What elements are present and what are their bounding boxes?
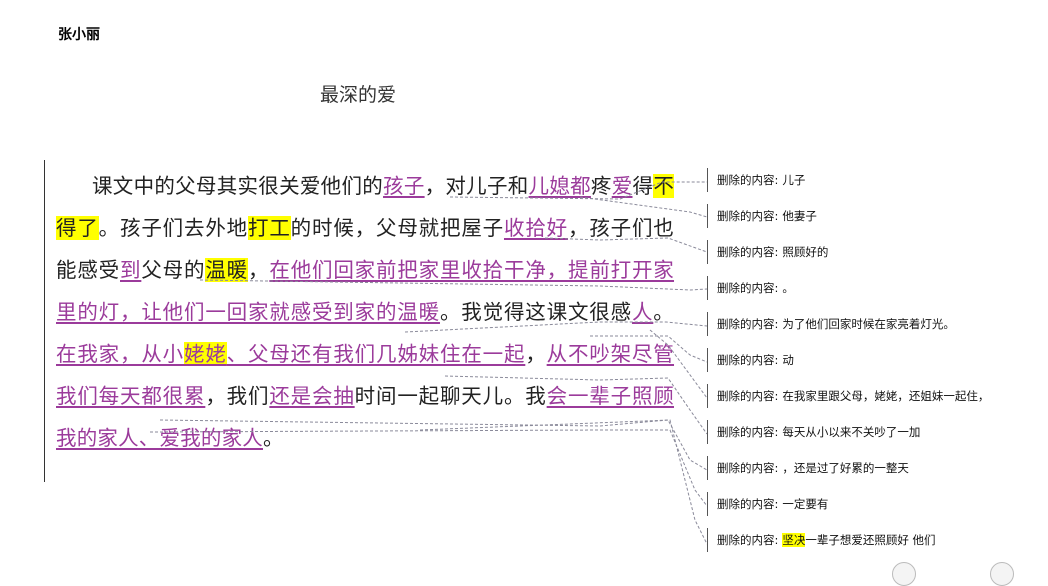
insertion[interactable]: 收拾好 — [503, 216, 568, 240]
balloon-text: 每天从小以来不关吵了一加 — [782, 425, 921, 439]
deletion-balloon[interactable]: 删除的内容:在我家里跟父母，姥姥，还姐妹一起住， — [707, 384, 1045, 408]
insertion[interactable]: 在我家，从小 — [56, 342, 184, 366]
deletion-balloon[interactable]: 删除的内容:坚决一辈子想爱还照顾好 他们 — [707, 528, 1045, 552]
text-run: 父母的 — [141, 258, 206, 282]
deletion-balloon[interactable]: 删除的内容:，还是过了好累的一整天 — [707, 456, 1045, 480]
balloon-label: 删除的内容: — [717, 209, 779, 223]
balloon-label: 删除的内容: — [717, 533, 779, 547]
insertion[interactable]: 到 — [120, 258, 142, 282]
scroll-indicator[interactable] — [892, 562, 916, 586]
insertion[interactable]: 、父母还有我们几姊妹住在一起 — [226, 342, 526, 366]
balloon-label: 删除的内容: — [717, 173, 779, 187]
balloon-label: 删除的内容: — [717, 317, 779, 331]
deletion-balloon[interactable]: 删除的内容:照顾好的 — [707, 240, 1045, 264]
highlight[interactable]: 温暖 — [205, 258, 249, 282]
text-run: ，孩子们也能感受 — [56, 216, 675, 282]
insertion[interactable]: 儿媳都 — [528, 174, 591, 198]
scroll-indicator[interactable] — [990, 562, 1014, 586]
insertion[interactable]: 还是会抽 — [269, 384, 355, 408]
highlight[interactable]: 打工 — [248, 216, 291, 240]
balloon-text: 为了他们回家时候在家亮着灯光。 — [782, 317, 955, 331]
insertion[interactable]: 爱 — [611, 174, 633, 198]
deletion-balloon[interactable]: 删除的内容:。 — [707, 276, 1045, 300]
balloon-label: 删除的内容: — [717, 245, 779, 259]
balloon-label: 删除的内容: — [717, 389, 779, 403]
balloon-highlight: 坚决 — [782, 533, 806, 547]
author-name: 张小丽 — [58, 27, 100, 43]
insertion[interactable]: 孩子 — [383, 174, 425, 198]
text-run: 的时候，父母就把屋子 — [290, 216, 504, 240]
text-run: 疼 — [590, 174, 612, 198]
document-body[interactable]: 课文中的父母其实很关爱他们的孩子，对儿子和儿媳都疼爱得不得了。孩子们去外地打工的… — [56, 165, 675, 459]
deletion-balloon[interactable]: 删除的内容:每天从小以来不关吵了一加 — [707, 420, 1045, 444]
balloon-label: 删除的内容: — [717, 281, 779, 295]
deletion-balloon[interactable]: 删除的内容:动 — [707, 348, 1045, 372]
text-run: 课文中的父母其实很关爱他们的 — [92, 174, 384, 198]
balloon-text: 一定要有 — [782, 497, 829, 511]
balloon-text: 一辈子想爱还照顾好 他们 — [805, 533, 936, 547]
deletion-balloon[interactable]: 删除的内容:儿子 — [707, 168, 1045, 192]
text-run: 得 — [632, 174, 654, 198]
text-run: 时间一起聊天儿。我 — [354, 384, 547, 408]
balloon-text: ，还是过了好累的一整天 — [782, 461, 909, 475]
balloon-text: 。 — [782, 281, 794, 295]
deletion-balloon[interactable]: 删除的内容:一定要有 — [707, 492, 1045, 516]
text-run: 。 — [653, 300, 674, 324]
text-run: ， — [525, 342, 547, 366]
balloon-text: 儿子 — [782, 173, 806, 187]
balloon-text: 照顾好的 — [782, 245, 829, 259]
text-run: 。 — [263, 426, 284, 450]
insertion[interactable]: 人 — [631, 300, 654, 324]
balloon-text: 动 — [782, 353, 794, 367]
text-run: ，我们 — [205, 384, 270, 408]
insertion-highlight[interactable]: 姥姥 — [184, 342, 227, 366]
balloon-label: 删除的内容: — [717, 497, 779, 511]
deletion-balloon[interactable]: 删除的内容:为了他们回家时候在家亮着灯光。 — [707, 312, 1045, 336]
text-run: 。孩子们去外地 — [98, 216, 248, 240]
change-bar — [44, 160, 45, 482]
balloon-text: 在我家里跟父母，姥姥，还姐妹一起住， — [782, 389, 990, 403]
deletion-balloon[interactable]: 删除的内容:他妻子 — [707, 204, 1045, 228]
text-run: 。我觉得这课文很感 — [439, 300, 632, 324]
balloon-label: 删除的内容: — [717, 461, 779, 475]
balloon-label: 删除的内容: — [717, 425, 779, 439]
text-run: ，对儿子和 — [424, 174, 529, 198]
document-title: 最深的爱 — [320, 84, 397, 106]
text-run: ， — [248, 258, 270, 282]
insertion[interactable]: 在他们回家前把家里收拾干净，提前打开家里的灯，让他们一回家就感受到家的温暖 — [56, 258, 675, 324]
balloon-label: 删除的内容: — [717, 353, 779, 367]
balloon-text: 他妻子 — [782, 209, 817, 223]
